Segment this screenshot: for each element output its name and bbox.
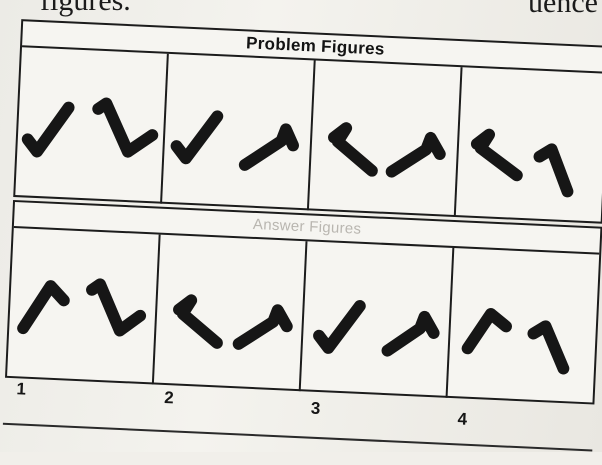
answer-figures-row (6, 228, 600, 404)
hook-left-shape (328, 122, 378, 177)
answer-label-2: 2 (163, 388, 175, 408)
problem-figure-3-drawing (328, 122, 446, 178)
hook-down-shape (86, 278, 147, 337)
check-mark-shape (313, 300, 366, 354)
answer-label-1: 1 (16, 379, 27, 399)
problem-figure-4[interactable] (456, 67, 602, 223)
hook-down-shape (92, 97, 159, 158)
problem-figure-2[interactable] (162, 53, 316, 211)
hook-left-shape (173, 294, 223, 349)
answer-figure-1[interactable] (6, 228, 161, 385)
problem-figures-row (15, 47, 602, 223)
answer-figures-panel: Answer Figures (4, 199, 602, 405)
answer-figure-3[interactable] (300, 241, 455, 398)
caret-right-shape (527, 320, 570, 375)
hook-left-shape (470, 128, 523, 182)
answer-figure-4[interactable] (448, 248, 600, 404)
problem-figure-1-drawing (21, 97, 159, 158)
cropped-text-left: figures. (40, 0, 131, 17)
answer-figure-2[interactable] (153, 234, 308, 392)
hook-right-shape (238, 123, 299, 171)
problem-figures-panel: Problem Figures (13, 19, 602, 224)
caret-right-shape (533, 143, 574, 198)
check-mark-shape (21, 101, 75, 158)
cropped-instruction-text: figures. uence (0, 0, 602, 24)
answer-figure-4-drawing (461, 307, 570, 375)
caret-up-shape (461, 307, 512, 355)
check-mark-shape (170, 110, 224, 165)
answer-label-4: 4 (457, 409, 468, 429)
hook-right-shape (385, 131, 446, 178)
problem-figure-4-drawing (470, 128, 574, 198)
problem-figure-3[interactable] (308, 60, 463, 218)
hook-right-shape (381, 310, 440, 357)
caret-up-shape (17, 280, 70, 335)
problem-figure-1[interactable] (15, 47, 169, 204)
answer-figure-1-drawing (17, 278, 147, 337)
problem-figure-2-drawing (170, 110, 299, 171)
cropped-text-right: uence (528, 0, 598, 19)
answer-label-3: 3 (310, 398, 321, 419)
answer-figure-2-drawing (173, 294, 293, 350)
answer-figure-3-drawing (313, 300, 440, 357)
hook-right-shape (232, 304, 293, 350)
